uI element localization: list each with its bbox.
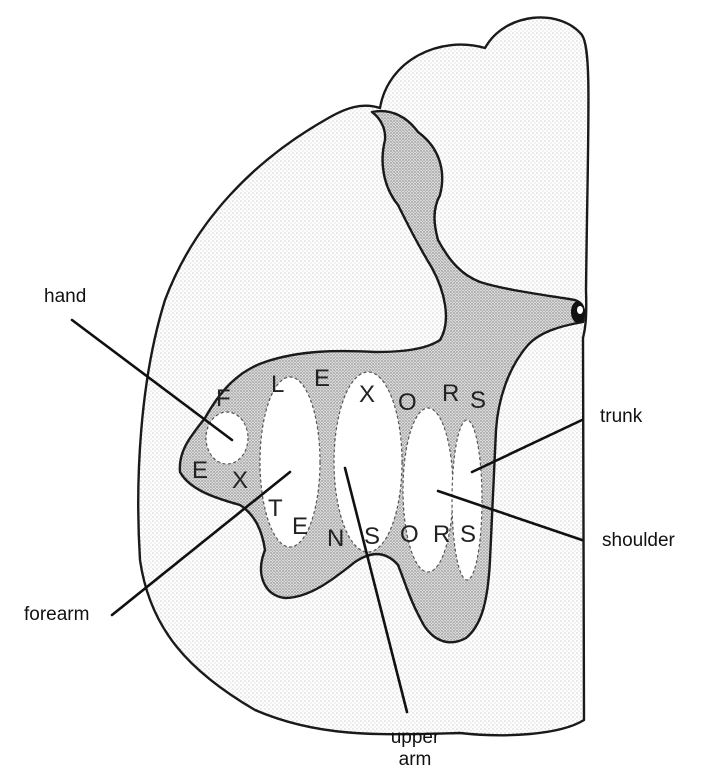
extensors-letter: R [433,521,450,548]
shoulder-label: shoulder [602,530,675,552]
forearm-label: forearm [24,604,89,626]
upper-arm-label: upper arm [391,727,440,771]
flexors-letter: L [271,371,284,398]
extensors-letter: T [268,495,283,522]
flexors-letter: S [470,387,486,414]
extensors-letter: S [460,521,476,548]
upper-arm-label-line1: upper [391,727,440,749]
flexors-letter: X [359,381,375,408]
extensors-letter: E [192,457,208,484]
trunk-label: trunk [600,406,642,428]
flexors-letter: R [442,380,459,407]
flexors-letter: O [398,389,417,416]
extensors-letter: X [232,467,248,494]
upper-arm-label-line2: arm [391,749,440,771]
flexors-letter: F [216,385,231,412]
hand-label: hand [44,286,86,308]
extensors-letter: S [364,523,380,550]
flexors-letter: E [314,365,330,392]
extensors-letter: N [327,525,344,552]
extensors-letter: O [400,521,419,548]
extensors-letter: E [292,513,308,540]
hand-motor-pool [206,412,248,464]
central-canal-highlight [577,306,583,314]
